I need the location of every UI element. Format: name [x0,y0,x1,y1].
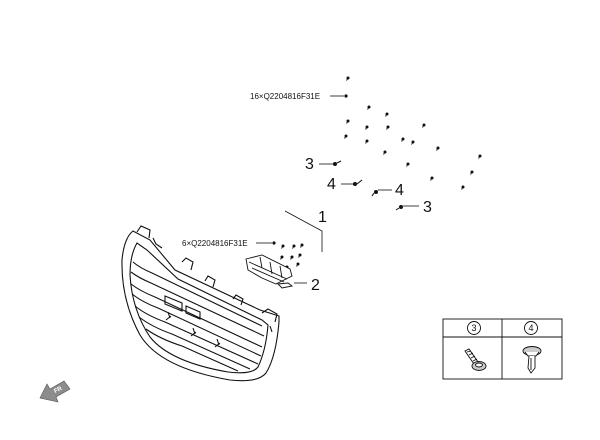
screw-mark [406,162,410,167]
screw-mark [478,154,482,159]
screw-mark [383,150,387,155]
lower-fastener-label: 6×Q2204816F31E [182,239,248,248]
screw-mark [470,170,474,175]
lower-fastener-screw [272,241,276,245]
callout-2: 2 [311,277,320,294]
front-direction-arrow-icon: FR [39,380,71,403]
legend-frame [442,318,563,380]
callout-4-left: 4 [327,176,336,193]
screw-mark [346,76,350,81]
legend-col1-number: 3 [471,323,476,333]
screw-mark [296,262,300,267]
screw-mark [298,253,302,258]
screw-mark [300,243,304,248]
screw-mark [386,125,390,130]
screw-mark [290,255,294,260]
screw-mark [367,105,371,110]
screw-mark [411,140,415,145]
callout-3-right: 3 [423,199,432,216]
screw-mark [430,176,434,181]
screw-mark [385,112,389,117]
legend-table: 3 4 [442,318,563,380]
screw-mark [422,123,426,128]
front-grille-part-1 [121,225,280,382]
screw-part-3-right [395,205,403,211]
screw-part-3-upper [333,160,342,166]
screw-mark [461,185,465,190]
screw-mark [436,146,440,151]
legend-col1-badge [467,321,481,335]
upper-screw-group [344,76,482,190]
screw-mark [344,134,348,139]
screw-mark [280,255,284,260]
front-direction-label: FR [53,386,63,395]
bracket-part-2 [245,254,294,289]
upper-fastener-label: 16×Q2204816F31E [250,92,320,101]
callout-3-upper: 3 [305,156,314,173]
clip-icon [522,346,542,374]
screw-mark [281,244,285,249]
callout-4-right: 4 [395,182,404,199]
screw-mark [365,139,369,144]
legend-col2-badge [524,321,538,335]
screw-mark [292,244,296,249]
legend-col2-number: 4 [528,323,533,333]
callout-1: 1 [318,209,327,226]
callout-1-bracket [284,210,323,252]
clip-part-4-right [371,190,378,197]
screw-mark [365,125,369,130]
upper-fastener-screw [344,94,348,98]
clip-part-4-left [353,179,363,186]
screw-mark [346,119,350,124]
screw-icon [464,348,487,371]
screw-mark [401,137,405,142]
